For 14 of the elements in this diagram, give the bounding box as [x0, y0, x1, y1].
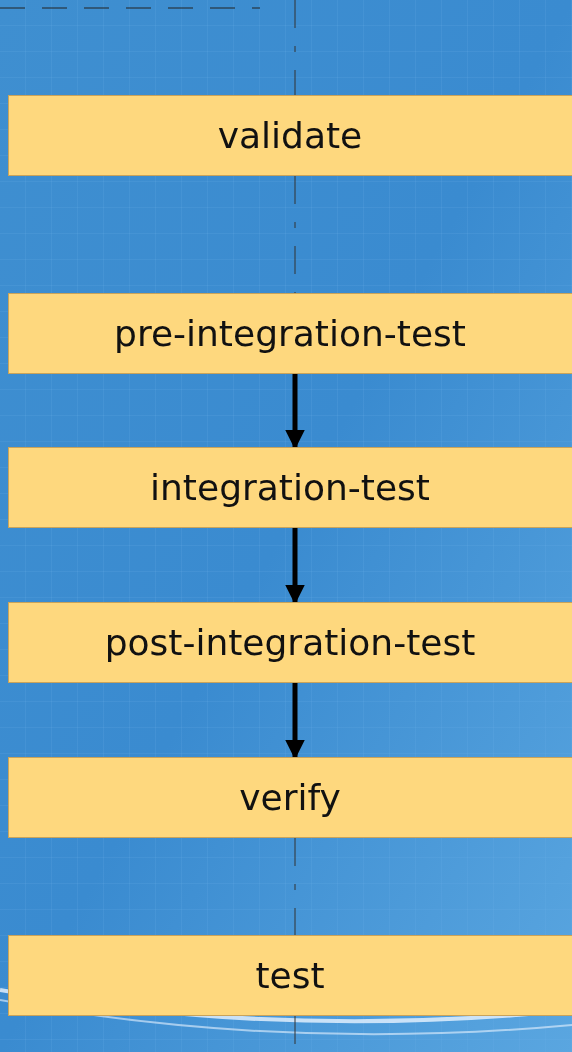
- process-box: [8, 95, 572, 176]
- box-label: post-integration-test: [104, 622, 476, 663]
- box-label: integration-test: [150, 467, 430, 508]
- process-box: [8, 293, 572, 374]
- box-label: pre-integration-test: [114, 313, 466, 354]
- box-label: validate: [217, 115, 363, 156]
- process-box: [8, 447, 572, 528]
- box-label: verify: [239, 777, 341, 818]
- process-box: [8, 757, 572, 838]
- process-box: [8, 935, 572, 1016]
- process-box: [8, 602, 572, 683]
- dashed-line: [294, 0, 296, 96]
- dashed-line: [294, 837, 296, 936]
- box-label: test: [255, 955, 325, 996]
